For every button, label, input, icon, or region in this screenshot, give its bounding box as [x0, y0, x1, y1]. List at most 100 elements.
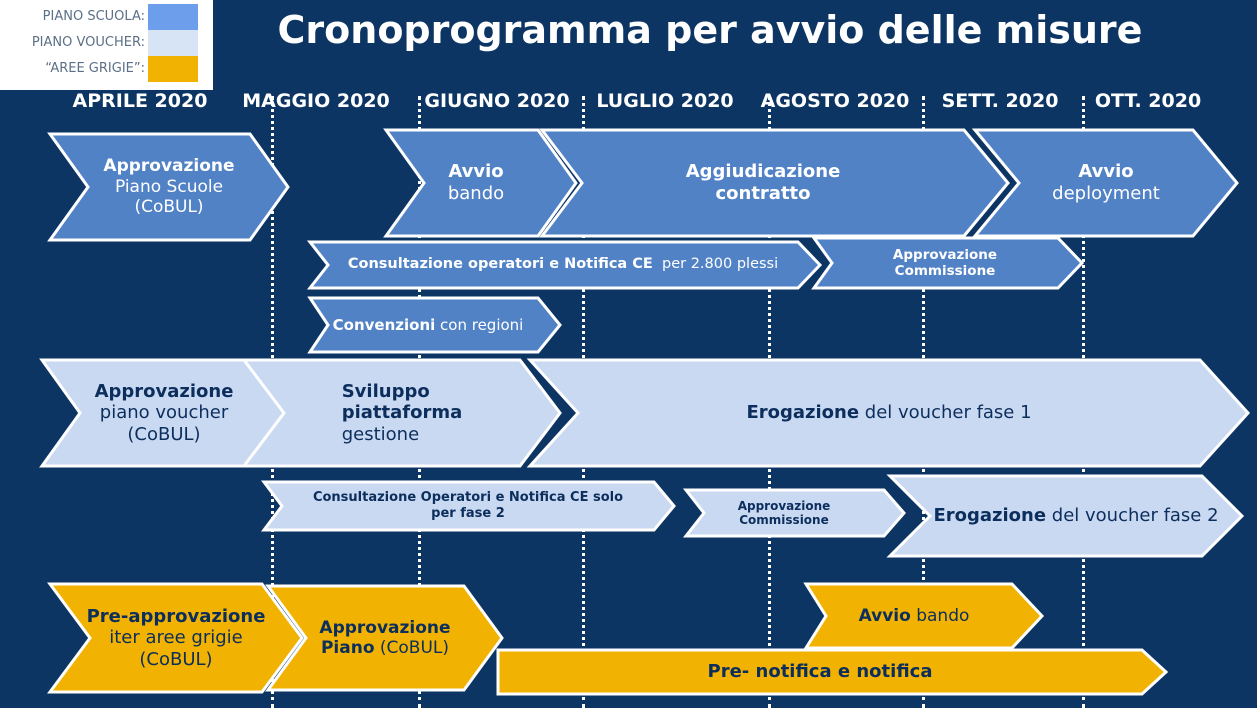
chevron-piano-voucher: Erogazione del voucher fase 2 — [886, 474, 1245, 558]
shape-text: per 2.800 plessi — [652, 256, 779, 273]
month-label: APRILE 2020 — [72, 90, 208, 112]
shape-text: (CoBUL) — [139, 648, 213, 670]
chevron-shape — [538, 128, 1010, 238]
shape-text: (CoBUL) — [374, 638, 450, 658]
legend-label: PIANO SCUOLA: — [42, 9, 145, 24]
shape-text-bold: Pre- notifica e notifica — [707, 661, 933, 683]
shape-text-bold: Commissione — [894, 263, 996, 279]
shape-text-bold: Approvazione — [103, 156, 235, 177]
shape-text: con regioni — [435, 316, 524, 334]
shape-text-bold: per fase 2 — [431, 506, 505, 521]
shape-text-line: deployment — [1052, 183, 1160, 205]
shape-text-line: Approvazione — [738, 499, 831, 513]
chevron-shape — [383, 128, 578, 238]
chevron-piano-voucher: Erogazione del voucher fase 1 — [526, 358, 1251, 468]
chevron-shape — [811, 236, 1085, 290]
shape-text-line: Consultazione operatori e Notifica CE pe… — [348, 256, 778, 273]
shape-text-line: Pre- notifica e notifica — [708, 661, 933, 683]
page-title: Cronoprogramma per avvio delle misure — [277, 8, 1143, 52]
shape-text-bold: Erogazione — [933, 505, 1047, 527]
shape-text-bold: Avvio — [1078, 161, 1134, 183]
shape-text-bold: Consultazione Operatori e Notifica CE so… — [312, 490, 624, 506]
legend-swatch — [148, 56, 198, 82]
shape-text-line: Avvio — [1052, 161, 1160, 183]
shape-text-line: contratto — [686, 183, 841, 205]
shape-text-line: bando — [448, 183, 504, 205]
shape-text-line: Commissione — [893, 263, 997, 279]
month-label: AGOSTO 2020 — [760, 90, 910, 112]
chevron-shape — [682, 488, 906, 538]
chevron-shape — [307, 296, 562, 354]
shape-text-bold: Avvio — [858, 605, 911, 626]
shape-text-line: Piano (CoBUL) — [319, 638, 450, 658]
shape-text-line: iter aree grigie — [87, 627, 266, 649]
shape-text-bold: Sviluppo — [341, 380, 430, 402]
shape-text-line: per fase 2 — [313, 506, 623, 522]
shape-text-bold: piattaforma — [341, 402, 463, 424]
chevron-shape — [265, 584, 504, 692]
month-label: SETT. 2020 — [941, 90, 1059, 112]
chevron-shape — [261, 480, 676, 532]
shape-text-bold: Approvazione — [319, 617, 451, 638]
shape-text-line: Avvio bando — [859, 606, 970, 626]
shape-text-line: (CoBUL) — [87, 649, 266, 671]
shape-text-line: Piano Scuole — [103, 177, 234, 197]
chevron-shape — [47, 582, 304, 694]
shape-text-line: Convenzioni con regioni — [333, 316, 524, 334]
shape-text-line: Approvazione — [319, 618, 450, 638]
shape-text-line: Approvazione — [95, 381, 234, 403]
chevron-shape — [803, 582, 1045, 650]
chevron-shape — [496, 648, 1169, 696]
shape-text: (CoBUL) — [134, 197, 204, 218]
shape-text: (CoBUL) — [127, 423, 201, 445]
legend-label: PIANO VOUCHER: — [31, 35, 145, 50]
shape-text-line: piattaforma — [342, 402, 463, 424]
shape-text-line: Erogazione del voucher fase 1 — [746, 402, 1031, 424]
shape-text-line: gestione — [342, 424, 463, 446]
legend-swatch — [148, 30, 198, 56]
shape-text: Piano Scuole — [114, 176, 224, 197]
chevron-shape — [526, 358, 1251, 468]
shape-text-line: Aggiudicazione — [686, 161, 841, 183]
shape-text-bold: Convenzioni — [332, 316, 436, 334]
shape-text-line: Pre-approvazione — [87, 606, 266, 628]
shape-text: bando — [447, 183, 505, 204]
shape-text-bold: Avvio — [448, 161, 504, 183]
chevron-shape — [47, 132, 290, 242]
month-label: GIUGNO 2020 — [424, 90, 570, 112]
legend-label: “AREE GRIGIE”: — [45, 61, 145, 76]
shape-text: iter aree grigie — [109, 627, 243, 649]
shape-text-line: Commissione — [738, 513, 831, 527]
chevron-shape — [240, 358, 562, 468]
shape-text-line: Erogazione del voucher fase 2 — [933, 505, 1218, 527]
shape-text-line: Approvazione — [893, 247, 997, 263]
shape-text-line: Avvio — [448, 161, 504, 183]
shape-text-bold: Consultazione operatori e Notifica CE — [347, 256, 653, 273]
chevron-aree-grigie: Avvio bando — [803, 582, 1045, 650]
shape-text-bold: Aggiudicazione — [685, 161, 841, 183]
shape-text-bold: Erogazione — [746, 402, 860, 424]
shape-text-bold: Approvazione — [737, 498, 831, 513]
shape-text: gestione — [341, 423, 420, 445]
shape-text-line: piano voucher — [95, 402, 234, 424]
shape-text-bold: Approvazione — [892, 246, 998, 263]
legend-swatch — [148, 4, 198, 30]
shape-text-bold: Commissione — [739, 513, 829, 527]
shape-text-bold: contratto — [715, 183, 811, 204]
chevron-piano-scuola: Convenzioni con regioni — [307, 296, 562, 354]
shape-text-bold: Pre-approvazione — [86, 605, 266, 627]
shape-text-bold: Approvazione — [94, 380, 234, 402]
chevron-shape — [971, 128, 1239, 238]
shape-text-line: (CoBUL) — [95, 424, 234, 446]
shape-text-line: Consultazione Operatori e Notifica CE so… — [313, 490, 623, 506]
chevron-aree-grigie: Pre- notifica e notifica — [496, 648, 1169, 696]
